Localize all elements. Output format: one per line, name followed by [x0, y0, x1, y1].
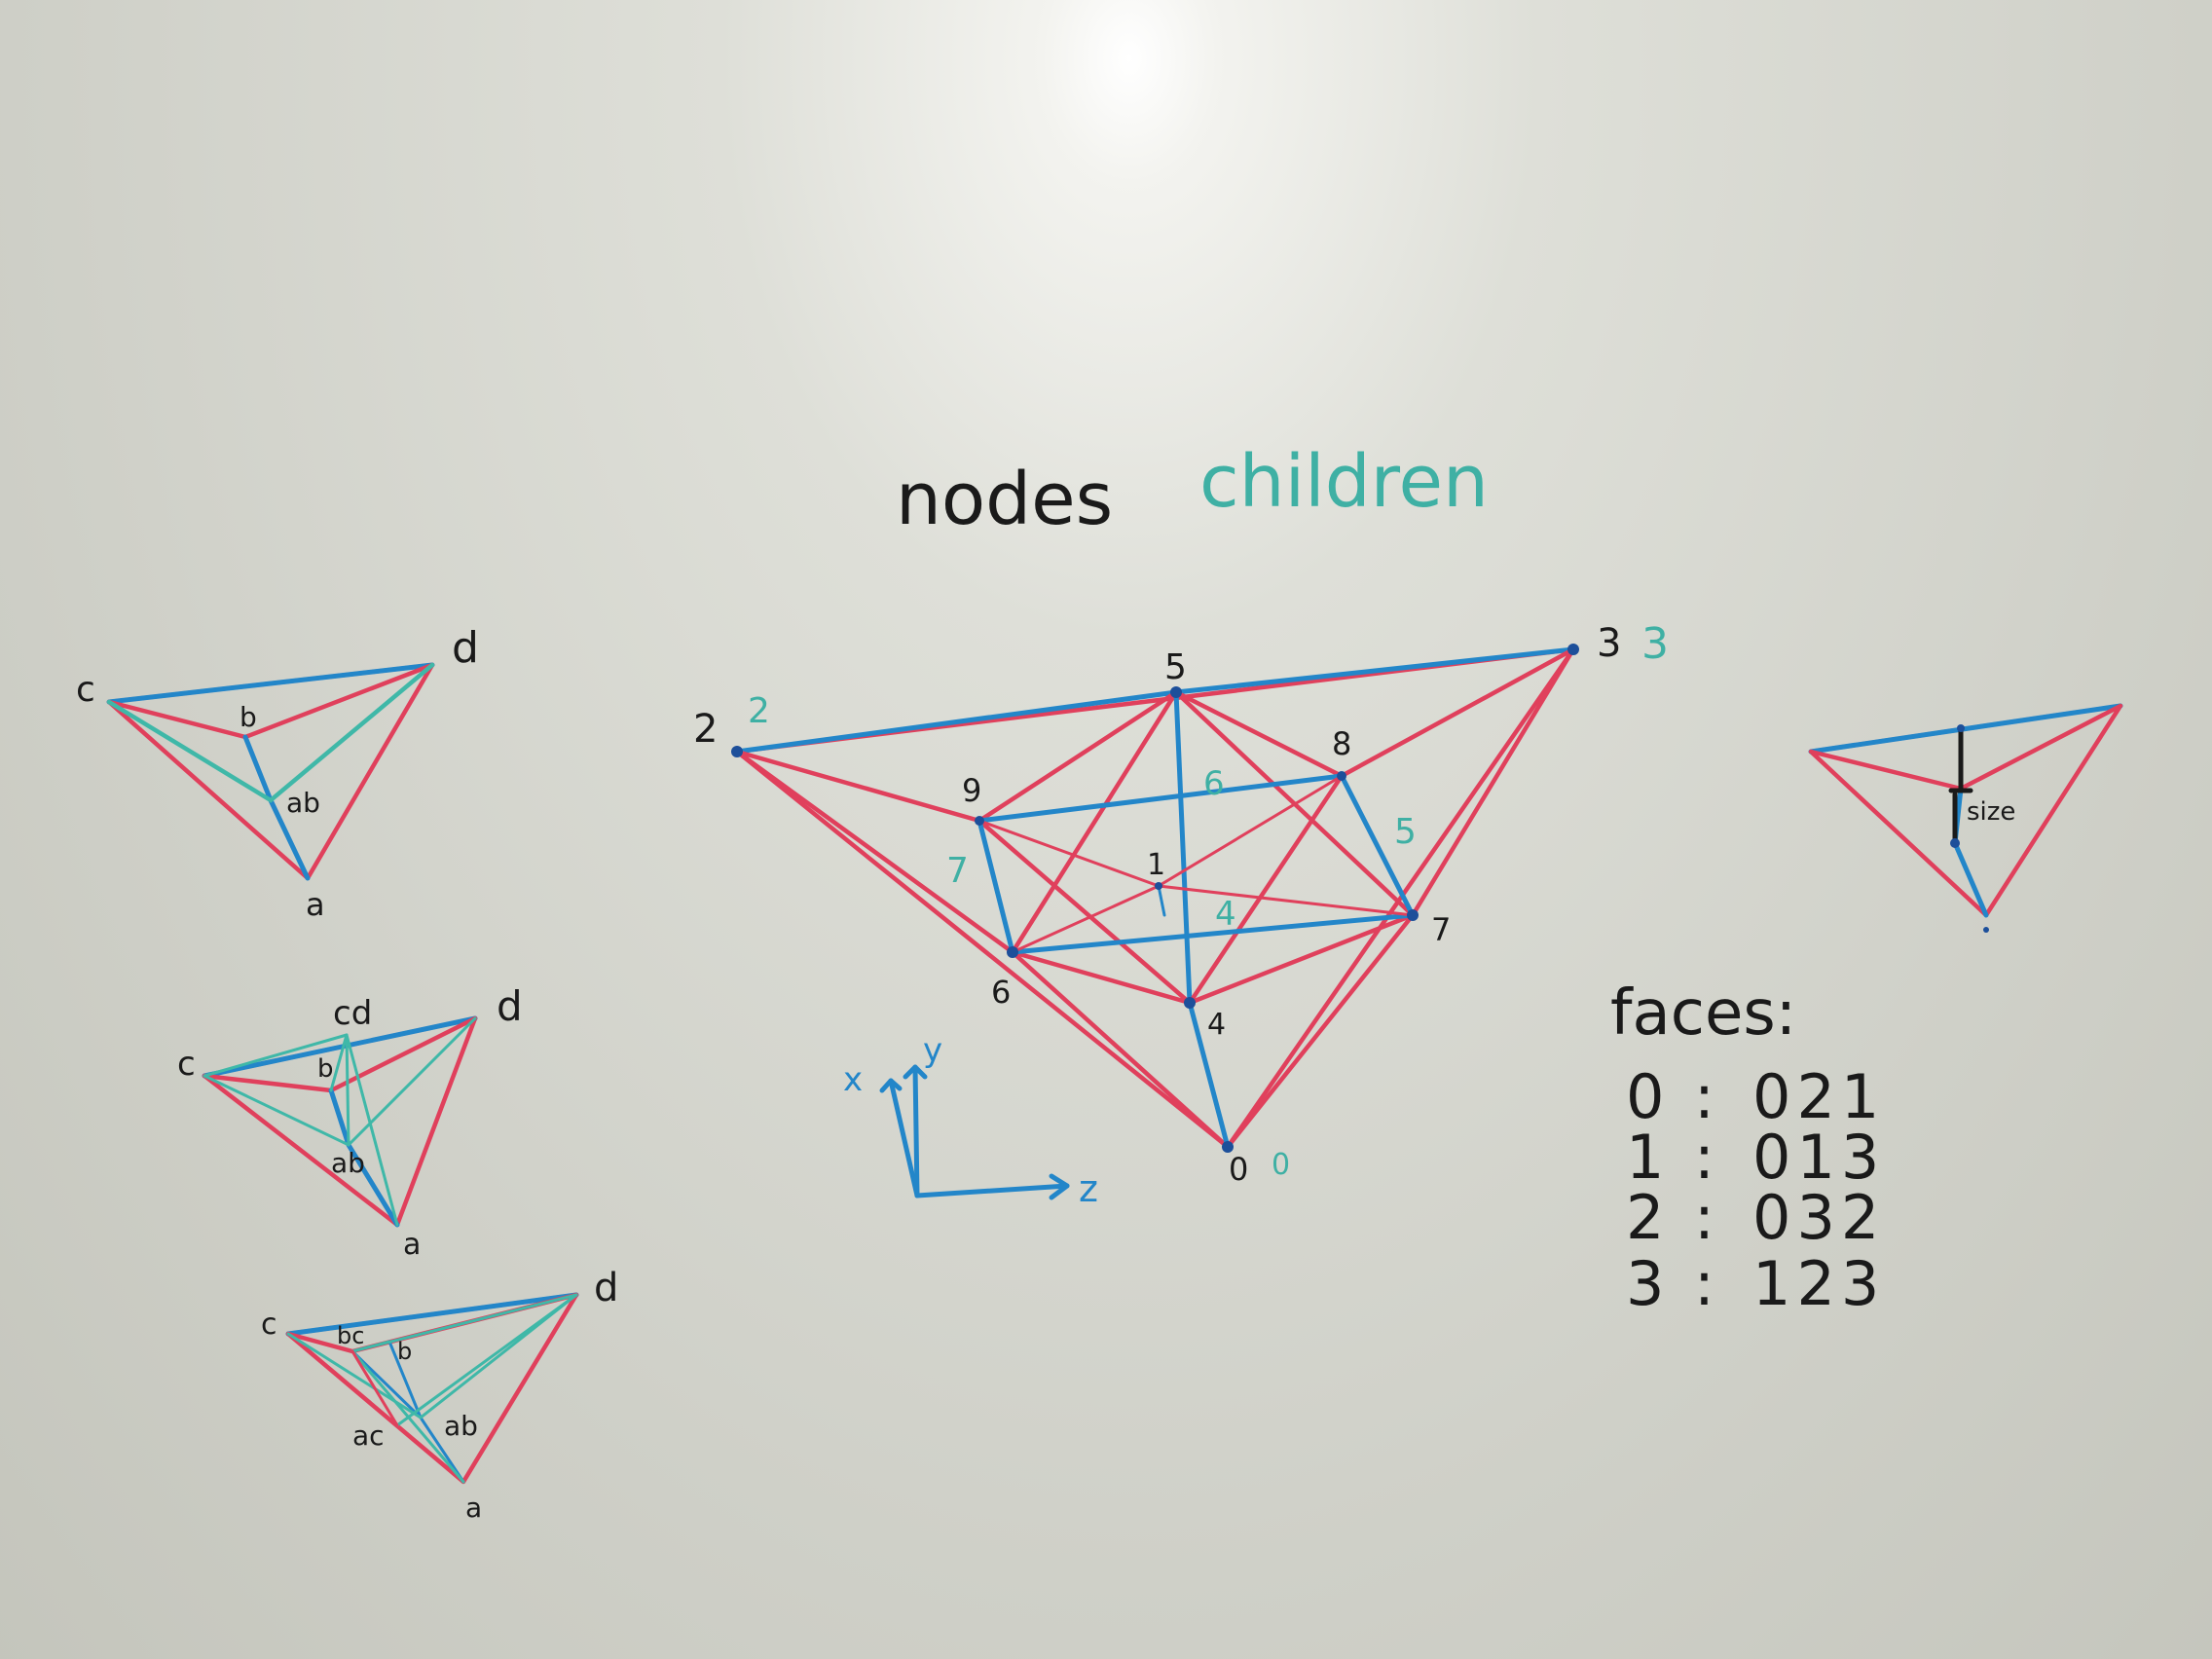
- faces-heading: faces:: [1610, 977, 1796, 1050]
- node-label-0: 0: [1229, 1151, 1248, 1188]
- left3-label-a: a: [465, 1492, 482, 1524]
- left3-label-b: b: [397, 1338, 412, 1365]
- left3-label-c: c: [261, 1308, 277, 1342]
- left3-label-bc: bc: [337, 1322, 364, 1349]
- left-diagram-2: c cd d b ab a: [177, 982, 523, 1262]
- left3-label-ac: ac: [352, 1419, 385, 1452]
- faces-row-0-verts: 021: [1752, 1061, 1885, 1132]
- node-label-8: 8: [1332, 725, 1351, 762]
- left-diagram-1: c d b ab a: [76, 623, 479, 923]
- title-children: children: [1199, 440, 1489, 524]
- node-label-9: 9: [962, 772, 981, 809]
- left2-label-a: a: [403, 1228, 421, 1262]
- child-label-0: 0: [1272, 1148, 1290, 1182]
- title: nodes children: [896, 440, 1489, 541]
- left1-label-ab: ab: [286, 787, 320, 819]
- faces-row-3-index: 3: [1626, 1248, 1664, 1319]
- faces-row-2-sep: :: [1694, 1182, 1714, 1253]
- left1-label-d: d: [452, 623, 479, 673]
- faces-row-2-verts: 032: [1752, 1182, 1885, 1253]
- axes: x y z: [843, 1031, 1098, 1210]
- title-nodes: nodes: [896, 458, 1113, 541]
- left3-label-ab: ab: [444, 1410, 478, 1442]
- central-diagram: 2 3 5 9 8 1 6 7 4 0 2 3 6 5 7 4 0: [693, 619, 1669, 1188]
- faces-list: faces: 0 : 021 1 : 013 2 : 032 3 : 123: [1610, 977, 1885, 1319]
- child-label-3: 3: [1641, 619, 1669, 669]
- child-label-6: 6: [1203, 764, 1225, 803]
- axis-label-x: x: [843, 1060, 863, 1099]
- left2-label-d: d: [497, 982, 523, 1030]
- left3-label-d: d: [594, 1266, 618, 1310]
- axis-label-z: z: [1079, 1167, 1098, 1210]
- child-label-7: 7: [946, 851, 969, 891]
- left2-label-b: b: [317, 1054, 334, 1084]
- node-label-7: 7: [1431, 911, 1451, 948]
- faces-row-0-sep: :: [1694, 1061, 1714, 1132]
- size-diagram: size: [1808, 703, 2123, 933]
- faces-row-1-sep: :: [1694, 1122, 1714, 1193]
- node-label-2: 2: [693, 707, 718, 752]
- faces-row-0-index: 0: [1626, 1061, 1664, 1132]
- child-label-4: 4: [1215, 895, 1236, 934]
- node-label-3: 3: [1597, 621, 1621, 666]
- faces-row-1-verts: 013: [1752, 1122, 1885, 1193]
- left2-label-cd: cd: [333, 994, 372, 1033]
- size-label: size: [1967, 797, 2015, 827]
- left2-label-ab: ab: [331, 1147, 365, 1179]
- left-diagram-3: c bc b d ac ab a: [261, 1266, 618, 1524]
- left1-label-c: c: [76, 670, 95, 710]
- left2-label-c: c: [177, 1045, 196, 1084]
- node-label-5: 5: [1164, 647, 1187, 687]
- node-label-1: 1: [1147, 848, 1165, 882]
- faces-row-1-index: 1: [1626, 1122, 1664, 1193]
- node-label-6: 6: [991, 974, 1011, 1011]
- child-label-2: 2: [748, 691, 770, 731]
- faces-row-2-index: 2: [1626, 1182, 1664, 1253]
- child-label-5: 5: [1394, 812, 1417, 852]
- faces-row-3-sep: :: [1694, 1248, 1714, 1319]
- left1-label-b: b: [240, 701, 257, 733]
- left1-label-a: a: [306, 886, 325, 923]
- faces-row-3-verts: 123: [1752, 1248, 1885, 1319]
- axis-label-y: y: [923, 1031, 942, 1070]
- node-label-4: 4: [1207, 1008, 1226, 1042]
